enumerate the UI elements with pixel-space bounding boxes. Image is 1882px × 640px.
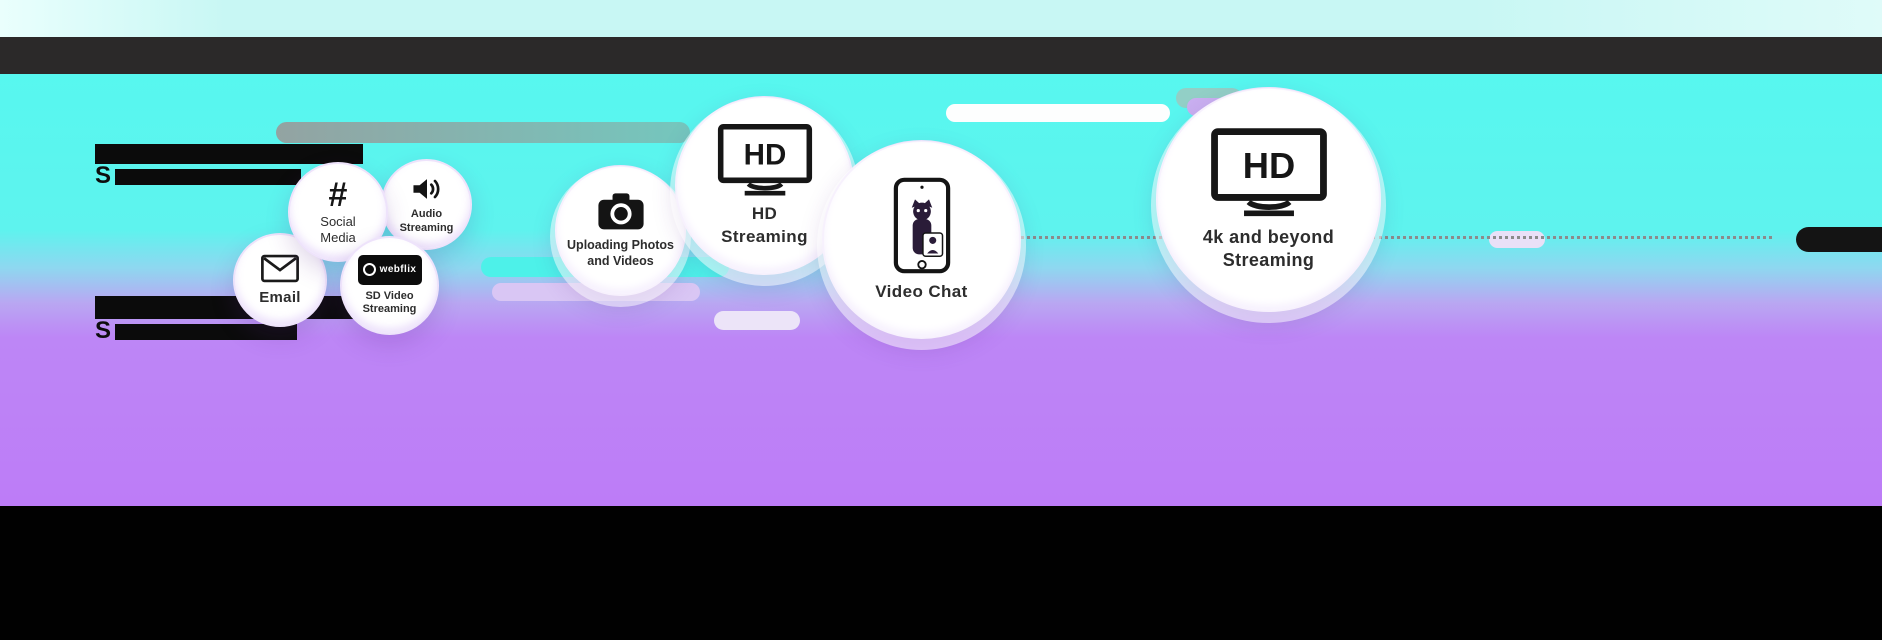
hashtag-icon: #: [328, 176, 348, 215]
envelope-icon: [260, 254, 300, 283]
speed-line-lavender-far-right: [1489, 231, 1545, 248]
bubble-4k-streaming: HD 4k and beyond Streaming: [1156, 87, 1381, 312]
top-strip: [0, 0, 1882, 37]
camera-icon: [597, 191, 645, 231]
video-chat-label: Video Chat: [875, 282, 968, 301]
redacted-subheading-bar-top: [115, 169, 301, 185]
redacted-subheading-bar-bottom: [115, 324, 297, 340]
bubble-audio-streaming: Audio Streaming: [381, 159, 472, 250]
sd-video-streaming-label: SD Video Streaming: [362, 289, 417, 315]
audio-streaming-label: Audio Streaming: [399, 208, 454, 234]
header-bar-redacted: [0, 37, 1882, 74]
hd-tv-icon: HD: [1210, 127, 1328, 218]
speed-line-white-mid: [714, 311, 800, 330]
footer-bar: [0, 506, 1882, 640]
smartphone-video-call-icon: [893, 177, 951, 274]
bubble-video-chat: Video Chat: [822, 140, 1021, 339]
redacted-heading-bar-top: [95, 144, 363, 164]
webflix-badge-icon: webflix: [357, 254, 422, 285]
speed-line-white-top: [946, 104, 1170, 122]
webflix-logo-ring: [362, 263, 376, 277]
svg-text:HD: HD: [743, 139, 786, 172]
4k-streaming-label: 4k and beyond Streaming: [1202, 226, 1335, 270]
email-label: Email: [259, 289, 301, 306]
social-media-label: Social Media: [320, 214, 356, 245]
timeline-dots-left: [1002, 236, 1162, 239]
svg-text:HD: HD: [1242, 145, 1294, 186]
speed-line-teal: [276, 122, 690, 143]
redacted-text-prefix-bottom: S: [95, 317, 112, 344]
webflix-wordmark: webflix: [379, 264, 417, 276]
speaker-icon: [411, 174, 443, 204]
hd-streaming-label: HD Streaming: [721, 204, 808, 246]
bubble-sd-video-streaming: webflix SD Video Streaming: [340, 236, 439, 335]
timeline-dots-right: [1372, 236, 1772, 239]
hd-tv-icon: HD: [717, 123, 813, 197]
speed-line-black-right: [1796, 227, 1882, 252]
redacted-text-prefix-top: S: [95, 162, 112, 189]
uploading-label: Uploading Photos and Videos: [567, 238, 674, 268]
bubble-uploading-photos-videos: Uploading Photos and Videos: [555, 165, 686, 296]
